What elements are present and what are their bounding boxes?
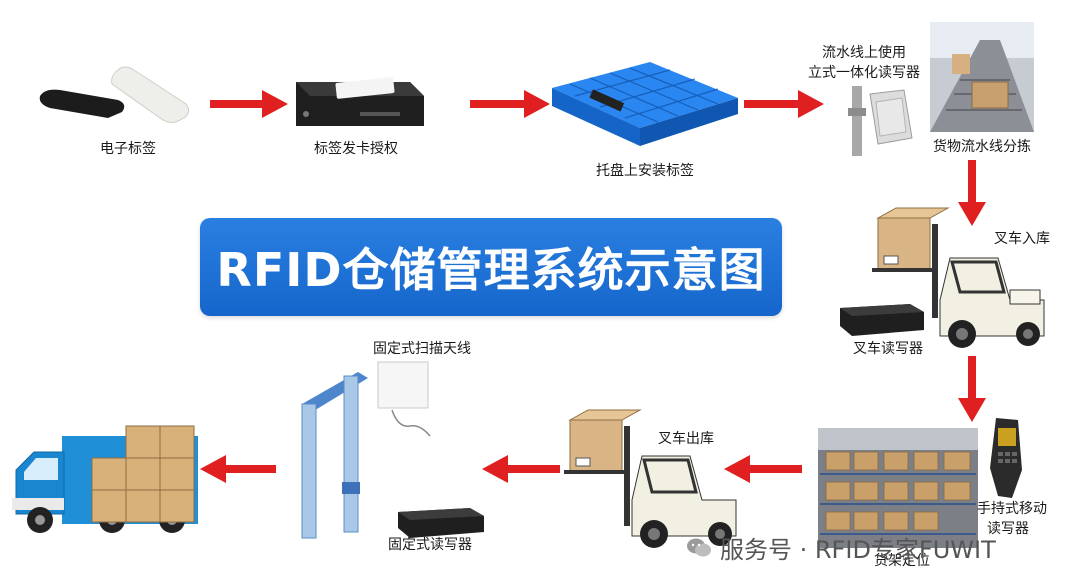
title-banner: RFID仓储管理系统示意图 xyxy=(200,218,782,316)
label-antenna: 固定式扫描天线 xyxy=(373,341,471,357)
integrated-reader-icon xyxy=(848,86,913,156)
label-tag: 电子标签 xyxy=(100,141,156,157)
flow-arrows xyxy=(200,90,986,483)
card-issuer-device-icon xyxy=(398,508,484,538)
card-issuer-device-icon xyxy=(296,77,424,126)
label-sorting: 货物流水线分拣 xyxy=(933,139,1031,155)
forklift-icon xyxy=(872,207,1045,348)
label-reader-line1: 流水线上使用 xyxy=(822,45,906,61)
card-issuer-device-icon xyxy=(840,304,924,336)
label-pallet: 托盘上安装标签 xyxy=(596,163,694,179)
truck-icon xyxy=(12,425,198,533)
wechat-icon xyxy=(687,538,711,556)
label-forklift-in: 叉车入库 xyxy=(994,231,1050,247)
forklift-icon xyxy=(564,409,737,548)
rfid-tag-icon xyxy=(39,66,190,123)
pallet-icon xyxy=(552,62,738,146)
label-reader-line2: 立式一体化读写器 xyxy=(808,65,920,81)
conveyor-icon xyxy=(930,22,1034,132)
label-issuer: 标签发卡授权 xyxy=(314,141,398,157)
footer-text: 服务号 · RFID专家FUWIT xyxy=(720,536,996,564)
gate-antenna-icon xyxy=(301,361,431,539)
label-fixed-reader: 固定式读写器 xyxy=(388,537,472,553)
label-forklift-reader: 叉车读写器 xyxy=(853,341,923,357)
label-shelf: 货架定位 xyxy=(874,553,930,569)
page-title: RFID仓储管理系统示意图 xyxy=(216,243,766,297)
label-forklift-out: 叉车出库 xyxy=(658,431,714,447)
warehouse-shelf-icon xyxy=(818,428,978,548)
label-handheld-line1: 手持式移动 xyxy=(977,501,1047,517)
handheld-reader-icon xyxy=(990,418,1022,498)
footer-watermark: 服务号 · RFID专家FUWIT xyxy=(686,530,996,565)
label-handheld-line2: 读写器 xyxy=(987,521,1029,537)
